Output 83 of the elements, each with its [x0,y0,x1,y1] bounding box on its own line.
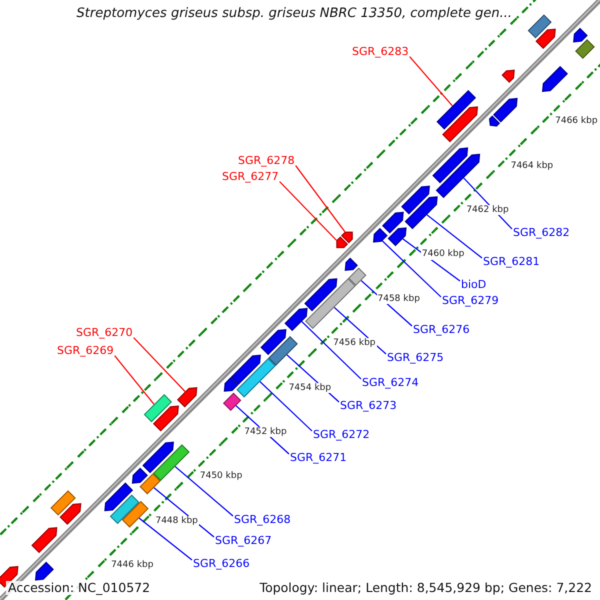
gene-block [142,442,174,474]
genome-info-text: Topology: linear; Length: 8,545,929 bp; Genes: 7,222 [258,581,594,596]
scale-label: 7452 kbp [243,427,288,438]
leader-line [426,214,482,258]
leader-line [174,466,234,516]
gene-block [401,186,430,214]
gene-block [341,232,353,244]
gene-block [122,500,149,528]
gene-label: SGR_6268 [234,514,291,527]
scale-label: 7460 kbp [420,249,466,260]
gene-block [432,147,468,184]
gene-label: SGR_6282 [513,227,570,240]
gene-block [388,227,407,246]
leader-line [133,337,186,392]
gene-label: SGR_6279 [442,295,499,308]
scale-label: 7464 kbp [510,160,554,171]
scale-label: 7454 kbp [288,382,332,393]
leader-line [138,518,192,560]
gene-label: SGR_6276 [413,324,470,337]
gene-block [304,278,338,312]
gene-block [442,106,478,142]
gene-block [575,39,595,59]
gene-block [344,258,358,271]
gene-label: SGR_6283 [352,46,409,59]
gene-block [535,28,556,49]
gene-block [224,377,238,392]
title: Streptomyces griseus subsp. griseus NBRC 13350, complete gen... [76,7,512,22]
gene-label: bioD [461,279,486,292]
leader-line [382,240,442,298]
gene-label: SGR_6278 [238,155,295,168]
gene-block [152,406,179,432]
gene-block [260,329,286,356]
scale-label: 7466 kbp [554,116,599,127]
gene-block [236,358,276,398]
scale-label: 7456 kbp [332,338,376,349]
gene-label: SGR_6270 [76,327,133,340]
gene-block [132,468,148,484]
gene-label: SGR_6281 [483,256,540,269]
gene-block [60,503,82,525]
gene-block [336,236,348,248]
gene-block [284,308,308,332]
gene-block [502,70,515,83]
scale-label: 7446 kbp [110,560,154,571]
gene-block [176,387,198,408]
gene-block [493,98,518,123]
leader-line [409,56,453,106]
gene-block [436,90,476,130]
gene-label: SGR_6273 [340,400,397,413]
gene-block [348,267,366,286]
gene-block [144,394,172,422]
gene-block [152,444,190,482]
gene-block [222,392,242,412]
gene-block [436,154,480,198]
scale-label: 7462 kbp [465,205,510,216]
gene-block [573,28,588,42]
leader-line [279,181,337,241]
gene-block [488,115,500,127]
gene-block [31,527,58,554]
gene-label: SGR_6267 [215,535,272,548]
gene-block [268,336,298,366]
gene-block [104,482,134,512]
gene-block [110,494,140,524]
leader-line [301,321,362,380]
gene-label: SGR_6271 [290,452,347,465]
gene-block [542,66,568,92]
scale-label: 7448 kbp [154,516,199,526]
scale-label: 7458 kbp [376,294,421,304]
gene-label: SGR_6274 [362,377,419,390]
gene-block [230,354,261,385]
gene-label: SGR_6266 [193,558,250,571]
scale-label: 7450 kbp [198,471,244,482]
leader-line [334,306,386,354]
gene-block [50,490,76,516]
gene-block [304,278,356,329]
gene-label: SGR_6275 [387,352,444,365]
gene-block [372,228,388,243]
gene-label: SGR_6269 [57,345,114,358]
leader-line [295,165,346,232]
gene-label: SGR_6272 [313,429,370,442]
leader-line [114,355,154,405]
gene-block [528,14,552,38]
gene-label: SGR_6277 [222,171,279,184]
leader-line [260,381,312,432]
